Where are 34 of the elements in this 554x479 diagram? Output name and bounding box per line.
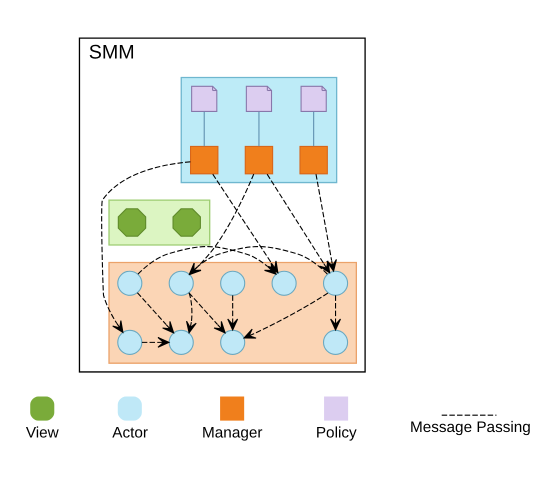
arrow	[330, 295, 342, 330]
node-box	[190, 146, 218, 174]
cluster: SMM	[78, 37, 366, 373]
legend-label: View	[26, 424, 59, 442]
node-circle	[168, 270, 194, 296]
node-octagon	[118, 208, 146, 237]
legend-label: Manager	[202, 424, 262, 442]
arrow	[142, 336, 170, 348]
node-circle	[322, 330, 348, 355]
connector	[204, 112, 205, 146]
node-circle	[322, 270, 348, 296]
node-circle	[117, 270, 142, 296]
connector	[258, 112, 260, 146]
arrow	[227, 295, 238, 330]
node-circle	[220, 270, 246, 296]
arrow	[101, 161, 190, 333]
node-box	[244, 146, 274, 174]
node-circle	[117, 330, 142, 355]
arrow	[137, 292, 174, 334]
cluster	[108, 199, 210, 246]
node-box	[299, 146, 328, 174]
arrow	[315, 174, 337, 272]
node-circle	[168, 330, 194, 355]
node-circle	[220, 330, 246, 355]
connector	[313, 112, 314, 146]
arrow	[244, 292, 328, 339]
cluster	[180, 76, 338, 184]
arrow	[186, 292, 197, 334]
legend-label: Message Passing	[410, 418, 531, 436]
node-octagon	[172, 208, 201, 237]
arrow	[188, 292, 226, 334]
node-circle	[272, 270, 297, 296]
legend-label: Actor	[112, 424, 148, 442]
legend-label: Policy	[316, 424, 357, 442]
